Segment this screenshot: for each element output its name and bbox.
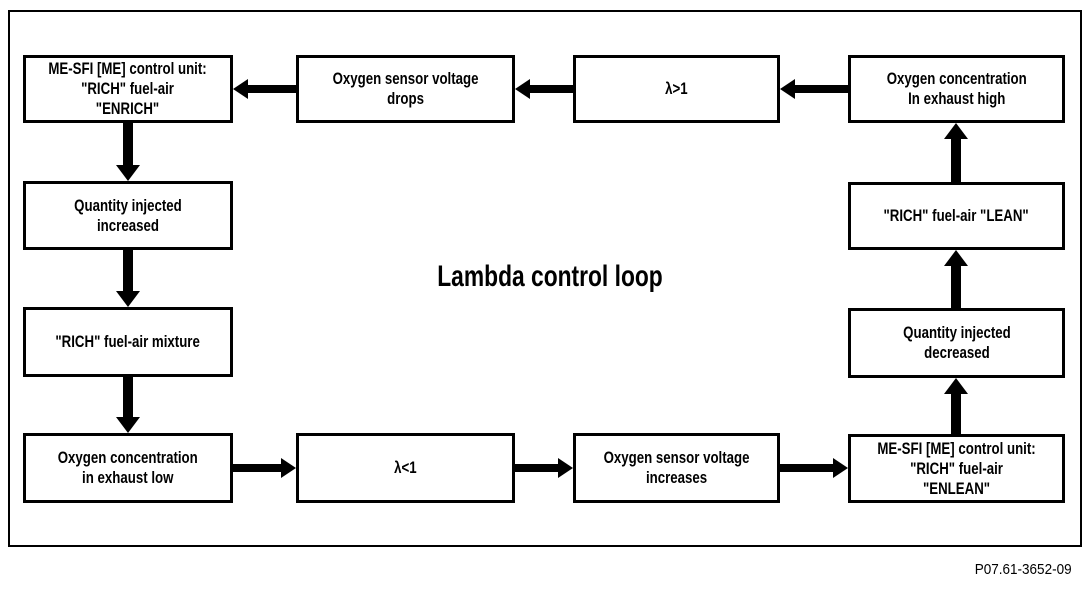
- node-line: drops: [387, 89, 424, 108]
- node-line: Oxygen sensor voltage: [332, 69, 479, 88]
- arrow-head: [558, 458, 573, 478]
- arrow-enlean-to-quantity-decreased: [944, 378, 968, 434]
- arrow-shaft: [246, 85, 296, 93]
- arrow-shaft: [951, 391, 961, 434]
- arrow-shaft: [951, 136, 961, 182]
- node-oxygen-concentration-low: Oxygen concentration in exhaust low: [23, 433, 233, 503]
- node-me-sfi-enlean: ME-SFI [ME] control unit: "RICH" fuel-ai…: [848, 434, 1065, 503]
- arrow-shaft: [515, 464, 560, 472]
- node-lambda-less-1: λ<1: [296, 433, 515, 503]
- node-line: "RICH" fuel-air: [81, 79, 175, 98]
- arrow-head: [515, 79, 530, 99]
- arrow-head: [944, 123, 968, 139]
- node-line: λ>1: [665, 79, 688, 98]
- node-line: λ<1: [394, 458, 417, 477]
- arrow-voltage-drops-to-enrich: [233, 79, 296, 99]
- arrow-quantity-increased-to-rich-mixture: [116, 250, 140, 307]
- node-rich-fuel-air-mixture: "RICH" fuel-air mixture: [23, 307, 233, 377]
- node-text: ME-SFI [ME] control unit: "RICH" fuel-ai…: [877, 439, 1035, 499]
- node-line: Quantity injected: [902, 323, 1011, 342]
- node-text: Oxygen concentration in exhaust low: [58, 448, 198, 488]
- arrow-shaft: [780, 464, 835, 472]
- node-text: Quantity injected decreased: [903, 323, 1011, 363]
- node-line: "RICH" fuel-air: [910, 458, 1003, 478]
- arrow-head: [233, 79, 248, 99]
- node-text: Oxygen concentration In exhaust high: [886, 69, 1026, 109]
- node-line: ME-SFI [ME] control unit:: [877, 438, 1036, 458]
- arrow-head: [116, 291, 140, 307]
- node-line: in exhaust low: [82, 468, 174, 487]
- arrow-shaft: [528, 85, 573, 93]
- arrow-head: [944, 378, 968, 394]
- node-line: Quantity injected: [74, 195, 182, 215]
- node-text: Oxygen sensor voltage drops: [333, 69, 479, 109]
- arrow-shaft: [793, 85, 848, 93]
- arrow-shaft: [951, 263, 961, 308]
- node-text: Quantity injected increased: [74, 196, 182, 236]
- arrow-lambda-to-voltage-increases: [515, 458, 573, 478]
- node-rich-fuel-air-lean: "RICH" fuel-air "LEAN": [848, 182, 1065, 250]
- arrow-enrich-to-quantity-increased: [116, 123, 140, 181]
- arrow-head: [780, 79, 795, 99]
- arrow-rich-mixture-to-oxygen-low: [116, 377, 140, 433]
- node-line: increases: [645, 468, 708, 487]
- node-line: decreased: [923, 343, 990, 362]
- node-line: ME-SFI [ME] control unit:: [48, 59, 208, 78]
- arrow-rich-lean-to-oxygen-high: [944, 123, 968, 182]
- node-quantity-injected-increased: Quantity injected increased: [23, 181, 233, 250]
- figure-number: P07.61-3652-09: [975, 561, 1072, 578]
- node-text: "RICH" fuel-air "LEAN": [884, 206, 1029, 226]
- node-text: "RICH" fuel-air mixture: [56, 332, 200, 352]
- arrow-head: [944, 250, 968, 266]
- arrow-quantity-decreased-to-rich-lean: [944, 250, 968, 308]
- node-line: increased: [97, 215, 159, 235]
- node-line: In exhaust high: [907, 89, 1006, 108]
- diagram-title: Lambda control loop: [400, 261, 700, 293]
- arrow-head: [116, 417, 140, 433]
- node-line: "RICH" fuel-air mixture: [55, 332, 201, 351]
- arrow-voltage-increases-to-enlean: [780, 458, 848, 478]
- node-text: Oxygen sensor voltage increases: [604, 448, 750, 488]
- node-line: Oxygen concentration: [886, 69, 1027, 88]
- node-line: Oxygen concentration: [57, 448, 198, 467]
- arrow-oxygen-low-to-lambda: [233, 458, 296, 478]
- diagram-title-text: Lambda control loop: [437, 260, 663, 293]
- node-line: "ENRICH": [96, 99, 160, 118]
- arrow-shaft: [123, 123, 133, 168]
- node-text: ME-SFI [ME] control unit: "RICH" fuel-ai…: [49, 59, 207, 119]
- arrow-head: [833, 458, 848, 478]
- node-oxygen-concentration-high: Oxygen concentration In exhaust high: [848, 55, 1065, 123]
- node-oxygen-sensor-voltage-increases: Oxygen sensor voltage increases: [573, 433, 780, 503]
- node-line: "ENLEAN": [922, 478, 991, 498]
- node-text: λ<1: [394, 458, 416, 478]
- arrow-head: [281, 458, 296, 478]
- node-text: λ>1: [665, 79, 687, 99]
- node-line: "RICH" fuel-air "LEAN": [883, 206, 1030, 225]
- node-oxygen-sensor-voltage-drops: Oxygen sensor voltage drops: [296, 55, 515, 123]
- arrow-lambda-to-voltage-drops: [515, 79, 573, 99]
- node-quantity-injected-decreased: Quantity injected decreased: [848, 308, 1065, 378]
- node-me-sfi-enrich: ME-SFI [ME] control unit: "RICH" fuel-ai…: [23, 55, 233, 123]
- arrow-high-to-lambda: [780, 79, 848, 99]
- arrow-head: [116, 165, 140, 181]
- arrow-shaft: [233, 464, 283, 472]
- arrow-shaft: [123, 250, 133, 294]
- node-lambda-greater-1: λ>1: [573, 55, 780, 123]
- arrow-shaft: [123, 377, 133, 420]
- node-line: Oxygen sensor voltage: [603, 448, 750, 467]
